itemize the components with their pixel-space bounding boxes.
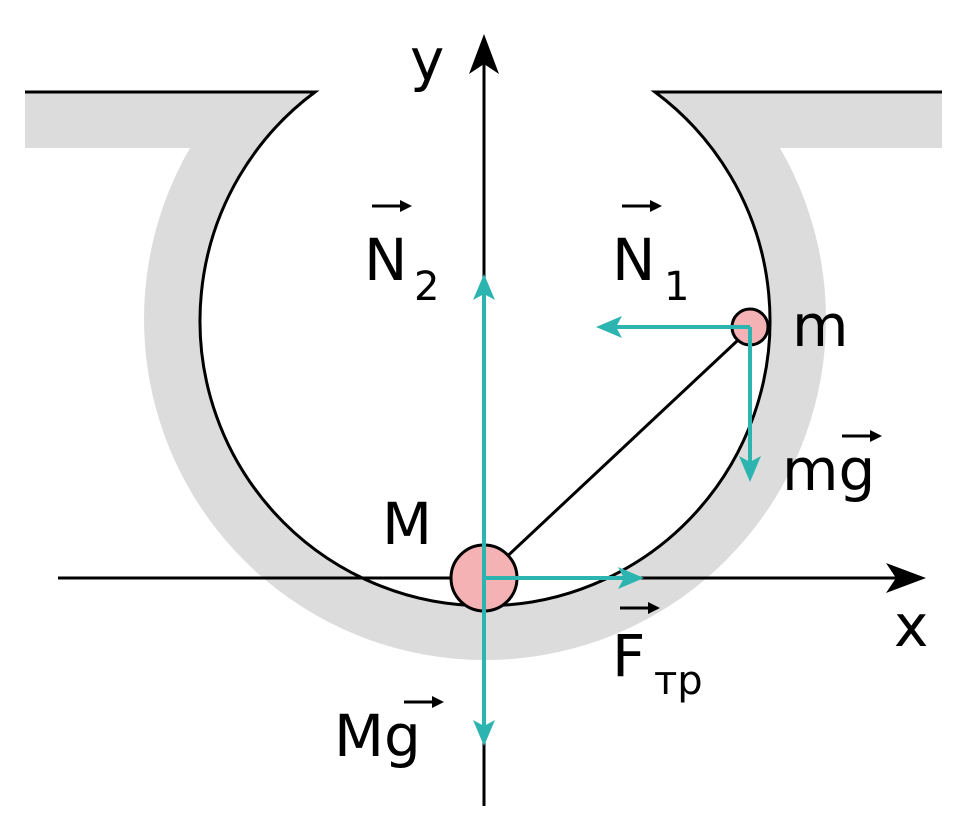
x-axis-label: x xyxy=(894,592,928,660)
mg-large-vector-arrowhead xyxy=(432,696,444,708)
bowl-body xyxy=(25,92,942,661)
mg-large-arrowhead xyxy=(473,720,495,746)
mg-small-arrowhead xyxy=(739,456,761,482)
y-axis-label: y xyxy=(410,26,444,94)
friction-symbol: F xyxy=(612,622,645,690)
mg-large-symbol: Mg xyxy=(334,702,421,770)
n1-arrowhead xyxy=(596,316,622,338)
large-mass-label: M xyxy=(382,490,432,558)
friction-vector-arrowhead xyxy=(648,602,660,614)
y-axis-arrowhead xyxy=(469,34,499,74)
n1-vector-arrowhead xyxy=(650,200,662,212)
n2-label: N 2 xyxy=(364,200,439,310)
n1-subscript: 1 xyxy=(664,264,689,310)
n2-vector-arrowhead xyxy=(400,200,412,212)
force-arrows xyxy=(473,274,761,746)
mg-large-label: Mg xyxy=(334,696,444,770)
mg-small-label: mg xyxy=(782,430,882,504)
n1-label: N 1 xyxy=(612,200,689,310)
friction-arrowhead xyxy=(618,567,644,589)
friction-label: F тр xyxy=(612,602,703,704)
n2-arrowhead xyxy=(473,274,495,300)
n1-symbol: N xyxy=(612,226,655,294)
mg-small-vector-arrowhead xyxy=(870,430,882,442)
rod xyxy=(482,325,754,580)
small-mass-label: m xyxy=(792,292,849,360)
n2-subscript: 2 xyxy=(414,264,439,310)
mg-small-symbol: mg xyxy=(782,436,875,504)
x-axis-arrowhead xyxy=(886,563,926,593)
n2-symbol: N xyxy=(364,226,407,294)
friction-subscript: тр xyxy=(654,658,703,704)
